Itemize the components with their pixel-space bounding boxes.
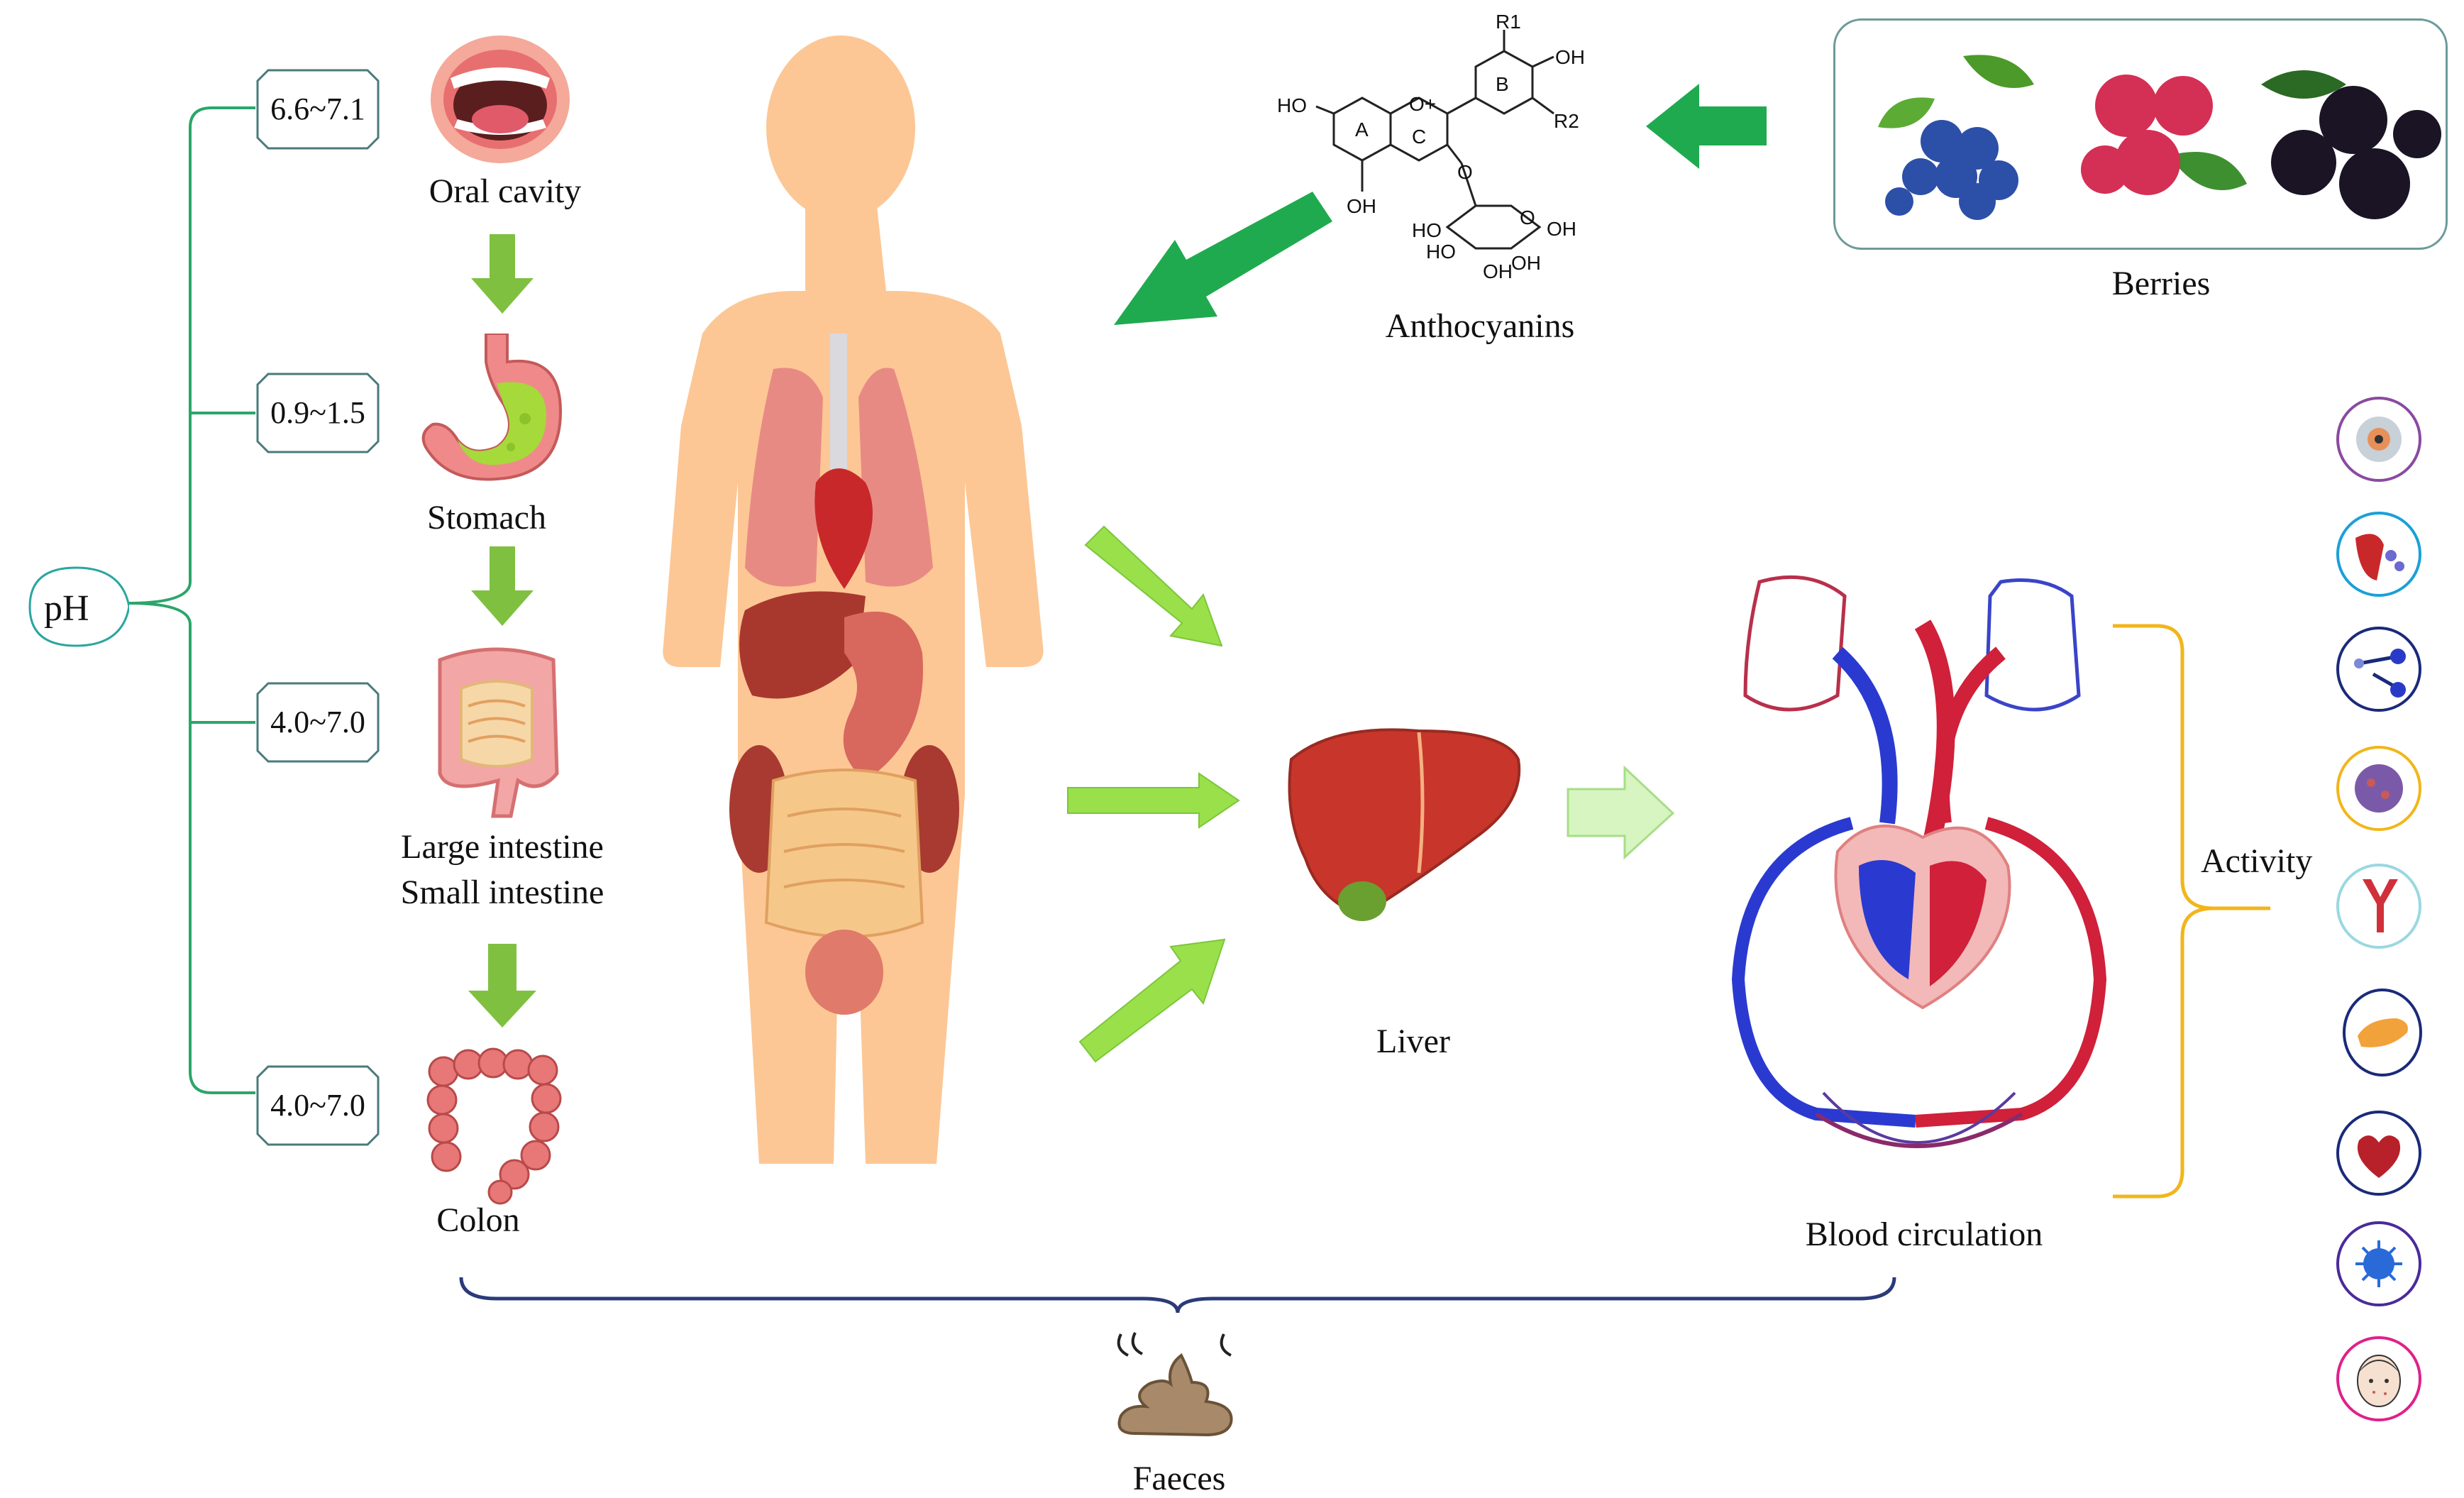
- colon-label: Colon: [436, 1201, 520, 1239]
- stomach-icon: [421, 334, 563, 481]
- human-body-illustration: [663, 35, 1044, 1164]
- liver-label: Liver: [1376, 1023, 1450, 1060]
- ho-a-label: HO: [1277, 94, 1307, 116]
- ph-label: pH: [44, 588, 89, 629]
- berries-panel: [1833, 18, 2448, 250]
- sugar-ho1-label: HO: [1412, 219, 1442, 241]
- ph-range-oral: 6.6~7.1: [255, 68, 380, 150]
- anthocyanin-structure: HO A C B O+ R1 R2 OH OH O O HO HO OH OH …: [1277, 14, 1585, 282]
- blood-circulation-illustration: [1731, 575, 2107, 1148]
- colon-icon: [426, 1047, 562, 1205]
- sugar-ho2-label: HO: [1426, 241, 1456, 263]
- ph-range-oral-text: 6.6~7.1: [270, 92, 365, 126]
- activity-label: Activity: [2201, 842, 2313, 880]
- liver-cells-icon: [2336, 512, 2421, 597]
- ph-range-intestine-text: 4.0~7.0: [270, 705, 365, 739]
- sugar-oh1-label: OH: [1547, 218, 1576, 240]
- r2-label: R2: [1554, 110, 1579, 132]
- pancreas-icon: [2343, 988, 2422, 1076]
- ph-range-stomach: 0.9~1.5: [255, 372, 380, 454]
- anthocyanin-arrows: [1114, 84, 1767, 325]
- sugar-o-label: O: [1520, 206, 1535, 228]
- small-intestine-label: Small intestine: [400, 874, 604, 911]
- oh-b-label: OH: [1555, 46, 1585, 68]
- bacteria-icon: [2336, 1221, 2421, 1306]
- blood-vessel-icon: [2336, 864, 2421, 949]
- ph-range-colon-text: 4.0~7.0: [270, 1088, 365, 1123]
- skin-face-icon: [2336, 1336, 2421, 1421]
- anthocyanins-label: Anthocyanins: [1385, 307, 1575, 345]
- liver-icon: [1288, 728, 1521, 921]
- large-intestine-label: Large intestine: [401, 828, 604, 866]
- ph-badge: pH: [23, 561, 131, 653]
- ph-range-intestine: 4.0~7.0: [255, 681, 380, 764]
- r1-label: R1: [1496, 14, 1521, 33]
- ring-a-label: A: [1355, 119, 1369, 141]
- ph-range-stomach-text: 0.9~1.5: [270, 395, 365, 430]
- sugar-oh3-label: OH: [1483, 260, 1513, 282]
- raspberries-image: [2081, 75, 2247, 195]
- absorption-arrows: [1067, 525, 1240, 1063]
- ph-range-colon: 4.0~7.0: [255, 1064, 380, 1147]
- activity-bracket: [2113, 624, 2270, 1199]
- oh-a-label: OH: [1347, 195, 1376, 217]
- blood-circulation-label: Blood circulation: [1805, 1216, 2043, 1253]
- heart-icon: [2336, 1111, 2421, 1196]
- eye-icon: [2336, 397, 2421, 482]
- digestion-down-arrows: [468, 234, 536, 1028]
- ring-b-label: B: [1496, 73, 1509, 95]
- oral-cavity-label: Oral cavity: [429, 172, 582, 210]
- o-plus-label: O+: [1409, 93, 1436, 115]
- oral-cavity-icon: [431, 35, 570, 163]
- liver-to-blood-arrow: [1567, 765, 1675, 860]
- molecule-icon: [2336, 627, 2421, 712]
- tumor-cell-icon: [2336, 746, 2421, 831]
- o-link-label: O: [1457, 161, 1473, 183]
- blackcurrants-image: [2261, 70, 2441, 219]
- faeces-icon: [1117, 1332, 1233, 1437]
- blueberries-image: [1878, 55, 2034, 220]
- ring-c-label: C: [1412, 126, 1426, 148]
- faeces-brace: [459, 1277, 1896, 1313]
- sugar-oh2-label: OH: [1511, 252, 1541, 274]
- intestine-icon: [438, 647, 559, 818]
- faeces-label: Faeces: [1132, 1460, 1226, 1497]
- berries-label: Berries: [2111, 265, 2211, 302]
- ph-bracket: [127, 106, 255, 1094]
- stomach-label: Stomach: [427, 499, 546, 536]
